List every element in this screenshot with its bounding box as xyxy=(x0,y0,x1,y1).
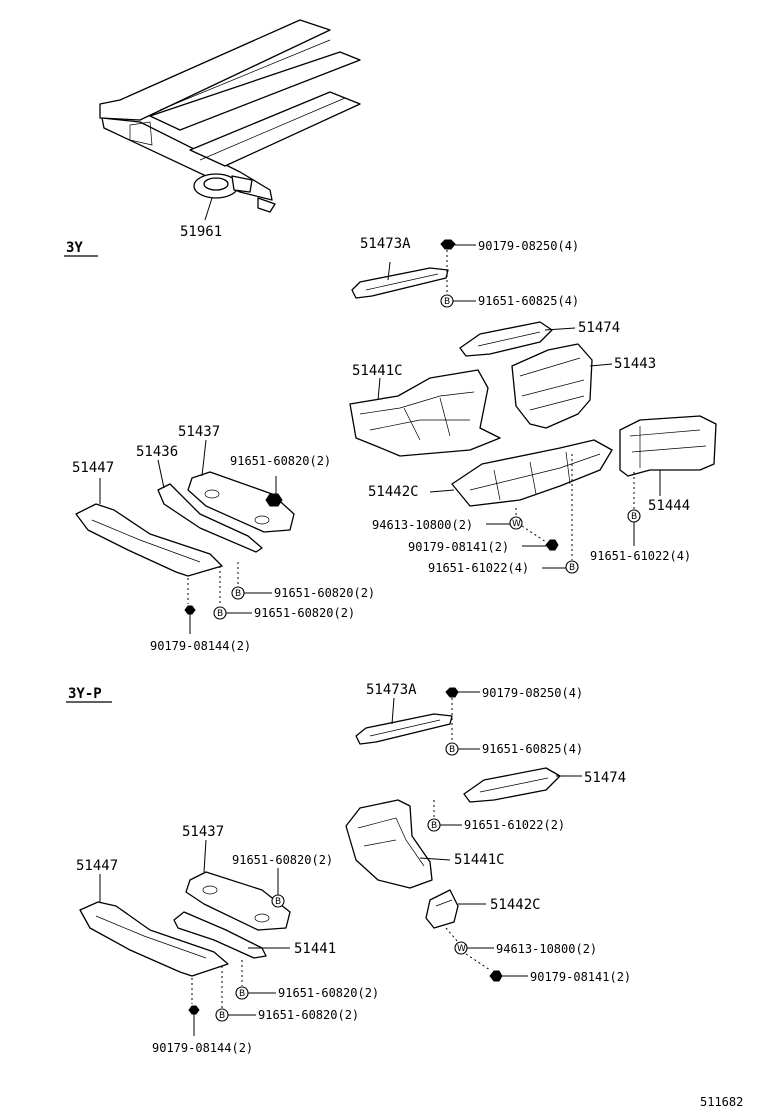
part-51473a-3y xyxy=(351,261,449,299)
nut-91651-60820-a-3y-icon xyxy=(265,493,283,507)
label-51437-3y: 51437 xyxy=(178,424,220,440)
part-51437-3yp xyxy=(185,839,291,931)
washer-symbol: W xyxy=(512,519,521,529)
bolt-symbol: B xyxy=(235,589,241,599)
nut-90179-08144-3yp-icon xyxy=(188,1005,200,1015)
frame-rail-illustration xyxy=(99,19,361,213)
label-51447-3yp: 51447 xyxy=(76,858,118,874)
label-90179-08141-3y: 90179-08141(2) xyxy=(408,540,509,554)
nut-90179-08250-3yp-icon xyxy=(445,687,459,698)
nut-90179-08141-3y-icon xyxy=(545,539,559,551)
label-90179-08250-3yp: 90179-08250(4) xyxy=(482,686,583,700)
label-91651-61022-3yp: 91651-61022(2) xyxy=(464,818,565,832)
bolt-symbol: B xyxy=(569,563,575,573)
label-51474-3y: 51474 xyxy=(578,320,620,336)
label-51442c-3yp: 51442C xyxy=(490,897,541,913)
washer-94613-10800-3y-icon xyxy=(509,516,523,530)
part-51436-3y xyxy=(157,459,263,553)
bolt-symbol: B xyxy=(449,745,455,755)
label-91651-61022-b-3y: 91651-61022(4) xyxy=(590,549,691,563)
bolt-symbol: B xyxy=(444,297,450,307)
bolt-91651-61022-a-3y-icon xyxy=(565,560,579,574)
label-51441-3yp: 51441 xyxy=(294,941,336,957)
bolt-symbol: B xyxy=(431,821,437,831)
label-91651-60820-a-3y: 91651-60820(2) xyxy=(230,454,331,468)
label-91651-60820-a-3yp: 91651-60820(2) xyxy=(232,853,333,867)
part-51473a-3yp xyxy=(355,697,453,745)
label-91651-60825-3y: 91651-60825(4) xyxy=(478,294,579,308)
label-90179-08141-3yp: 90179-08141(2) xyxy=(530,970,631,984)
label-51473a-3yp: 51473A xyxy=(366,682,417,698)
nut-90179-08141-3yp-icon xyxy=(489,970,503,982)
label-94613-10800-3y: 94613-10800(2) xyxy=(372,518,473,532)
label-91651-60820-c-3y: 91651-60820(2) xyxy=(254,606,355,620)
label-51442c-3y: 51442C xyxy=(368,484,419,500)
part-51441-3yp xyxy=(173,911,290,959)
label-91651-60820-b-3y: 91651-60820(2) xyxy=(274,586,375,600)
label-90179-08144-3y: 90179-08144(2) xyxy=(150,639,251,653)
label-51961: 51961 xyxy=(180,224,222,240)
label-91651-60825-3yp: 91651-60825(4) xyxy=(482,742,583,756)
part-51441c-3yp xyxy=(345,799,451,889)
bolt-symbol: B xyxy=(219,1011,225,1021)
label-51436-3y: 51436 xyxy=(136,444,178,460)
nut-90179-08144-3y-icon xyxy=(184,605,196,615)
bolt-symbol: B xyxy=(275,897,281,907)
bolt-symbol: B xyxy=(217,609,223,619)
part-51447-3y xyxy=(75,478,223,577)
label-91651-61022-a-3y: 91651-61022(4) xyxy=(428,561,529,575)
label-90179-08144-3yp: 90179-08144(2) xyxy=(152,1041,253,1055)
part-51447-3yp xyxy=(79,874,229,977)
label-91651-60820-b-3yp: 91651-60820(2) xyxy=(278,986,379,1000)
part-51437-3y xyxy=(187,439,295,533)
part-51441c-3y xyxy=(349,369,501,457)
part-51474-3y xyxy=(459,321,576,357)
part-51442c-3yp xyxy=(425,889,486,929)
label-51441c-3y: 51441C xyxy=(352,363,403,379)
label-51441c-3yp: 51441C xyxy=(454,852,505,868)
part-51474-3yp xyxy=(463,767,582,803)
label-91651-60820-c-3yp: 91651-60820(2) xyxy=(258,1008,359,1022)
diagram-reference-number: 511682 xyxy=(700,1095,743,1109)
label-51443-3y: 51443 xyxy=(614,356,656,372)
part-51442c-3y xyxy=(429,439,613,507)
washer-symbol: W xyxy=(457,944,466,954)
section-label-3y: 3Y xyxy=(66,240,83,256)
label-51447-3y: 51447 xyxy=(72,460,114,476)
label-51474-3yp: 51474 xyxy=(584,770,626,786)
label-94613-10800-3yp: 94613-10800(2) xyxy=(496,942,597,956)
part-51444-3y xyxy=(619,415,717,496)
label-51444-3y: 51444 xyxy=(648,498,690,514)
label-51473a-3y: 51473A xyxy=(360,236,411,252)
bolt-symbol: B xyxy=(239,989,245,999)
label-51437-3yp: 51437 xyxy=(182,824,224,840)
bolt-symbol: B xyxy=(631,512,637,522)
nut-90179-08250-3y-icon xyxy=(440,239,456,250)
label-90179-08250-3y: 90179-08250(4) xyxy=(478,239,579,253)
part-51443-3y xyxy=(511,343,613,429)
section-label-3yp: 3Y-P xyxy=(68,686,102,702)
tow-hook-51961 xyxy=(193,173,253,221)
